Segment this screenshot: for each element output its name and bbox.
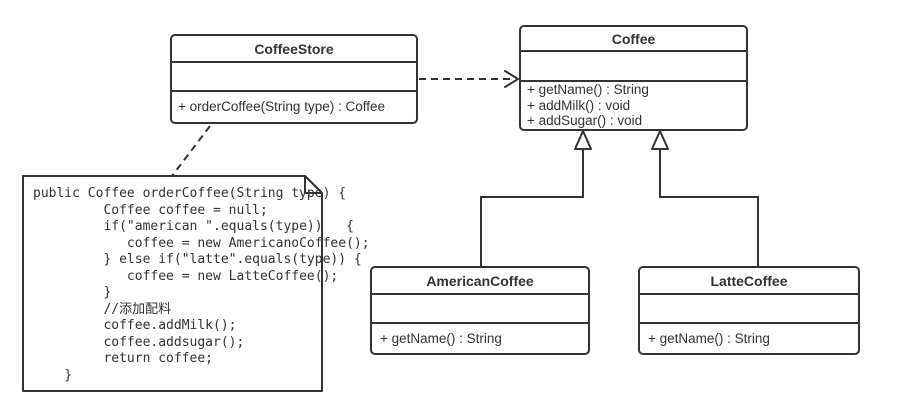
method-label: + addSugar() : void <box>527 113 643 129</box>
class-methods-americancoffee: + getName() : String <box>372 324 588 353</box>
method-label: + getName() : String <box>380 330 502 346</box>
class-attributes-coffeestore <box>172 63 416 92</box>
generalization-line-american <box>480 149 584 266</box>
class-name-coffeestore: CoffeeStore <box>172 36 416 63</box>
class-attributes-americancoffee <box>372 295 588 324</box>
generalization-triangle-icon-latte <box>651 130 669 150</box>
class-box-americancoffee: AmericanCoffee + getName() : String <box>370 266 590 355</box>
class-attributes-coffee <box>521 52 746 82</box>
note-fold-corner-icon <box>304 175 323 194</box>
class-name-americancoffee: AmericanCoffee <box>372 268 588 295</box>
class-methods-coffeestore: + orderCoffee(String type) : Coffee <box>172 92 416 122</box>
generalization-triangle-icon-american <box>574 130 592 150</box>
method-label: + addMilk() : void <box>527 97 631 113</box>
class-name-coffee: Coffee <box>521 27 746 52</box>
note-shape <box>22 175 323 392</box>
dependency-open-arrowhead-icon <box>504 70 520 88</box>
class-box-coffee: Coffee + getName() : String + addMilk() … <box>519 25 748 131</box>
class-box-lattecoffee: LatteCoffee + getName() : String <box>638 266 860 355</box>
method-label: + getName() : String <box>648 330 770 346</box>
class-name-lattecoffee: LatteCoffee <box>640 268 858 295</box>
code-note: public Coffee orderCoffee(String type) {… <box>33 186 370 383</box>
method-label: + orderCoffee(String type) : Coffee <box>178 99 385 115</box>
class-methods-coffee: + getName() : String + addMilk() : void … <box>521 82 746 129</box>
class-methods-lattecoffee: + getName() : String <box>640 324 858 353</box>
method-label: + getName() : String <box>527 82 649 98</box>
note-anchor-line <box>171 125 211 177</box>
generalization-line-latte <box>659 149 759 266</box>
class-box-coffeestore: CoffeeStore + orderCoffee(String type) :… <box>170 34 418 124</box>
class-attributes-lattecoffee <box>640 295 858 324</box>
